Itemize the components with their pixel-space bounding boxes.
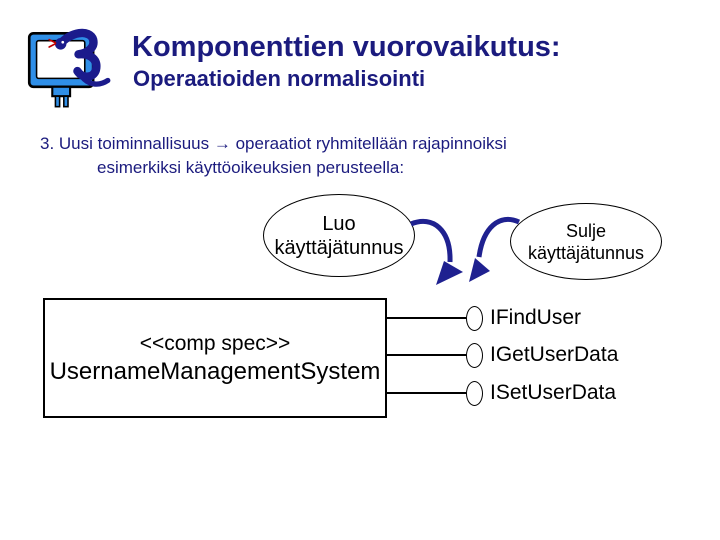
- use-case-label-line: käyttäjätunnus: [527, 242, 645, 263]
- use-case-label-line: Luo: [322, 212, 356, 235]
- monitor-neck: [51, 85, 72, 98]
- snake-icon: [48, 28, 111, 87]
- use-case-label-line: Sulje: [565, 220, 607, 241]
- interface-connector: [385, 354, 466, 356]
- interface-connector: [385, 317, 466, 319]
- arrow-from-luo: [410, 218, 453, 263]
- monitor-foot-left: [54, 95, 61, 108]
- monitor-foot-right: [63, 95, 69, 108]
- interface-lollipop-icon: [466, 343, 483, 368]
- use-case-label-line: käyttäjätunnus: [274, 236, 404, 259]
- arrow-from-sulje-head-icon: [469, 258, 490, 282]
- body-line-2: esimerkiksi käyttöoikeuksien perusteella…: [97, 158, 405, 177]
- use-case-sulje-kayttajatunnus: Sulje käyttäjätunnus: [510, 203, 662, 280]
- snake-tongue: [48, 38, 57, 48]
- interface-connector: [385, 392, 466, 394]
- monitor-snake-logo-icon: [27, 28, 111, 108]
- component-box: <<comp spec>> UsernameManagementSystem: [43, 298, 387, 418]
- slide-title: Komponenttien vuorovaikutus:: [132, 31, 561, 63]
- interface-label-igetuserdata: IGetUserData: [490, 343, 619, 366]
- interface-label-isetuserdata: ISetUserData: [490, 381, 617, 404]
- arrow-from-luo-head-icon: [436, 261, 463, 285]
- interface-label-ifinduser: IFindUser: [490, 306, 582, 329]
- body-text: 3. Uusi toiminnallisuus → operaatiot ryh…: [40, 132, 507, 180]
- slide-subtitle: Operaatioiden normalisointi: [133, 66, 426, 91]
- use-case-luo-kayttajatunnus: Luo käyttäjätunnus: [263, 194, 415, 277]
- component-name: UsernameManagementSystem: [49, 358, 381, 385]
- body-line-1: 3. Uusi toiminnallisuus → operaatiot ryh…: [40, 134, 507, 153]
- component-stereotype: <<comp spec>>: [139, 332, 291, 355]
- interface-lollipop-icon: [466, 381, 483, 406]
- interface-lollipop-icon: [466, 306, 483, 331]
